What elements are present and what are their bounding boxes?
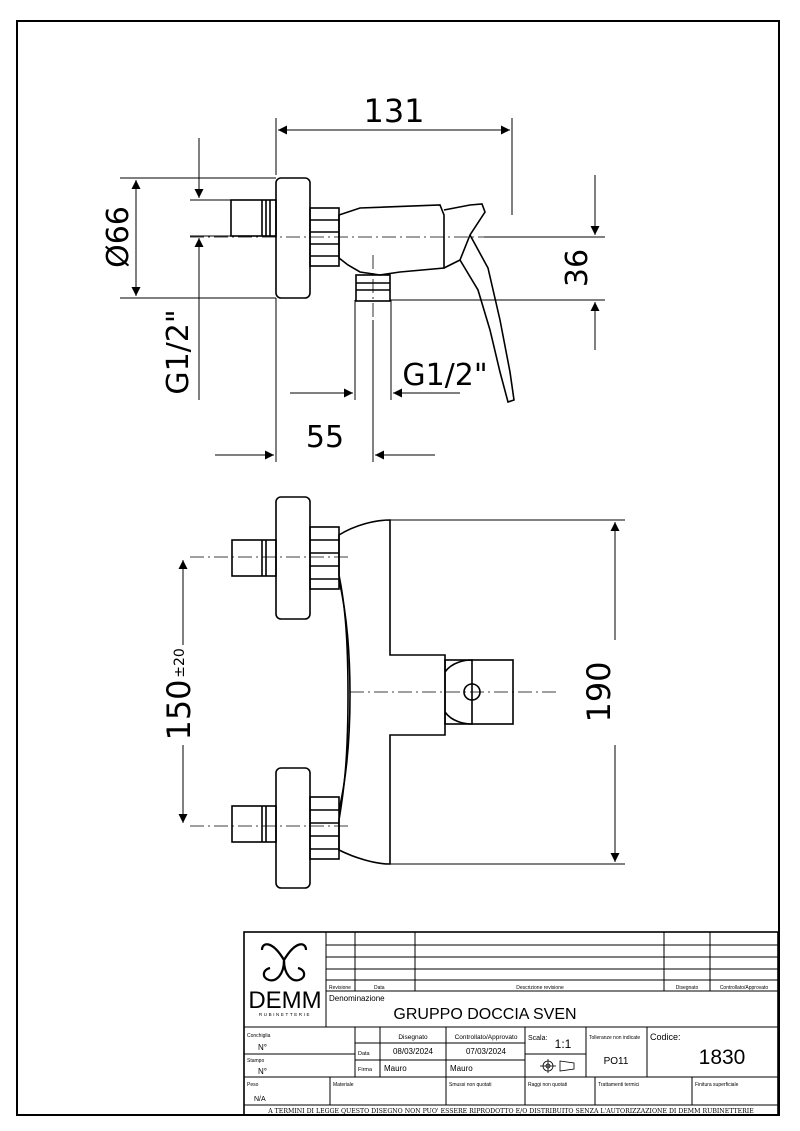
dim-36: 36	[560, 249, 595, 287]
side-view-centerlines	[190, 236, 520, 320]
dim-55: 55	[306, 420, 344, 455]
drawing-frame	[16, 20, 780, 1116]
upper-inlet-thread	[231, 539, 277, 577]
logo-subtext: RUBINETTERIE	[259, 1012, 311, 1017]
dim-thread-outlet: G1/2"	[402, 358, 487, 393]
stampo-label: Stampo	[247, 1058, 264, 1064]
peso-label: Peso	[247, 1082, 259, 1088]
tolleranze-label: Tolleranze non indicate	[589, 1035, 640, 1041]
firma-controllato: Mauro	[450, 1064, 473, 1073]
finitura-label: Finitura superficiale	[695, 1082, 739, 1088]
revision-headers: Revisione Data Descrizione revisione Dis…	[329, 985, 768, 991]
data-label: Data	[358, 1051, 371, 1057]
upper-flange	[275, 496, 311, 620]
scala-value: 1:1	[555, 1037, 572, 1051]
lever-handle	[459, 234, 515, 404]
data-controllato: 07/03/2024	[466, 1047, 507, 1056]
rev-header-descrizione: Descrizione revisione	[516, 985, 564, 991]
data-disegnato: 08/03/2024	[393, 1047, 434, 1056]
controllato-label: Controllato/Approvato	[455, 1034, 518, 1041]
raggi-label: Raggi non quotati	[528, 1082, 567, 1088]
dim-150-tolerance: ±20	[172, 648, 188, 678]
tolleranze-value: PO11	[604, 1056, 629, 1067]
lower-flange	[275, 767, 311, 889]
mixer-body-edge	[338, 579, 351, 811]
title-block	[243, 931, 779, 1116]
demm-logo: DEMM RUBINETTERIE	[248, 943, 322, 1017]
projection-symbol-icon	[540, 1059, 575, 1073]
conchiglia-label: Conchiglia	[247, 1033, 271, 1039]
front-view	[231, 496, 514, 889]
dim-190: 190	[580, 661, 618, 722]
lever-head	[443, 203, 486, 269]
firma-disegnato: Mauro	[384, 1064, 407, 1073]
side-view-dimensions	[120, 118, 605, 462]
stampo-value: N°	[258, 1067, 267, 1076]
wall-flange	[275, 177, 311, 299]
dim-150: 150	[160, 679, 198, 740]
front-view-dimensions	[178, 519, 625, 865]
dim-diameter-66: Ø66	[101, 206, 136, 268]
firma-label: Firma	[358, 1067, 373, 1073]
smussi-label: Smussi non quotati	[449, 1082, 492, 1088]
codice-value: 1830	[699, 1046, 746, 1069]
scala-label: Scala:	[528, 1035, 548, 1042]
mixer-body-front	[338, 519, 446, 865]
trattamenti-label: Trattamenti termici	[598, 1082, 639, 1088]
part-name: GRUPPO DOCCIA SVEN	[393, 1006, 576, 1023]
logo-butterfly-icon	[260, 943, 308, 982]
mixer-body	[338, 204, 445, 276]
logo-text: DEMM	[248, 987, 321, 1014]
conchiglia-value: N°	[258, 1043, 267, 1052]
lower-inlet-thread	[231, 805, 277, 843]
rev-header-revisione: Revisione	[329, 985, 351, 991]
disegnato-label: Disegnato	[398, 1034, 428, 1041]
materiale-label: Materiale	[333, 1082, 354, 1088]
rev-header-disegnato: Disegnato	[676, 985, 699, 991]
denominazione-label: Denominazione	[329, 994, 385, 1003]
dim-131: 131	[363, 92, 424, 130]
front-view-centerlines	[190, 556, 560, 827]
rev-header-data: Data	[374, 985, 385, 991]
dim-thread-left: G1/2"	[161, 309, 196, 394]
codice-label: Codice:	[650, 1032, 681, 1042]
peso-value: N/A	[254, 1096, 266, 1103]
rev-header-controllato: Controllato/Approvato	[720, 985, 769, 991]
copyright-footer: A TERMINI DI LEGGE QUESTO DISEGNO NON PU…	[267, 1108, 754, 1115]
inlet-thread	[230, 199, 277, 237]
